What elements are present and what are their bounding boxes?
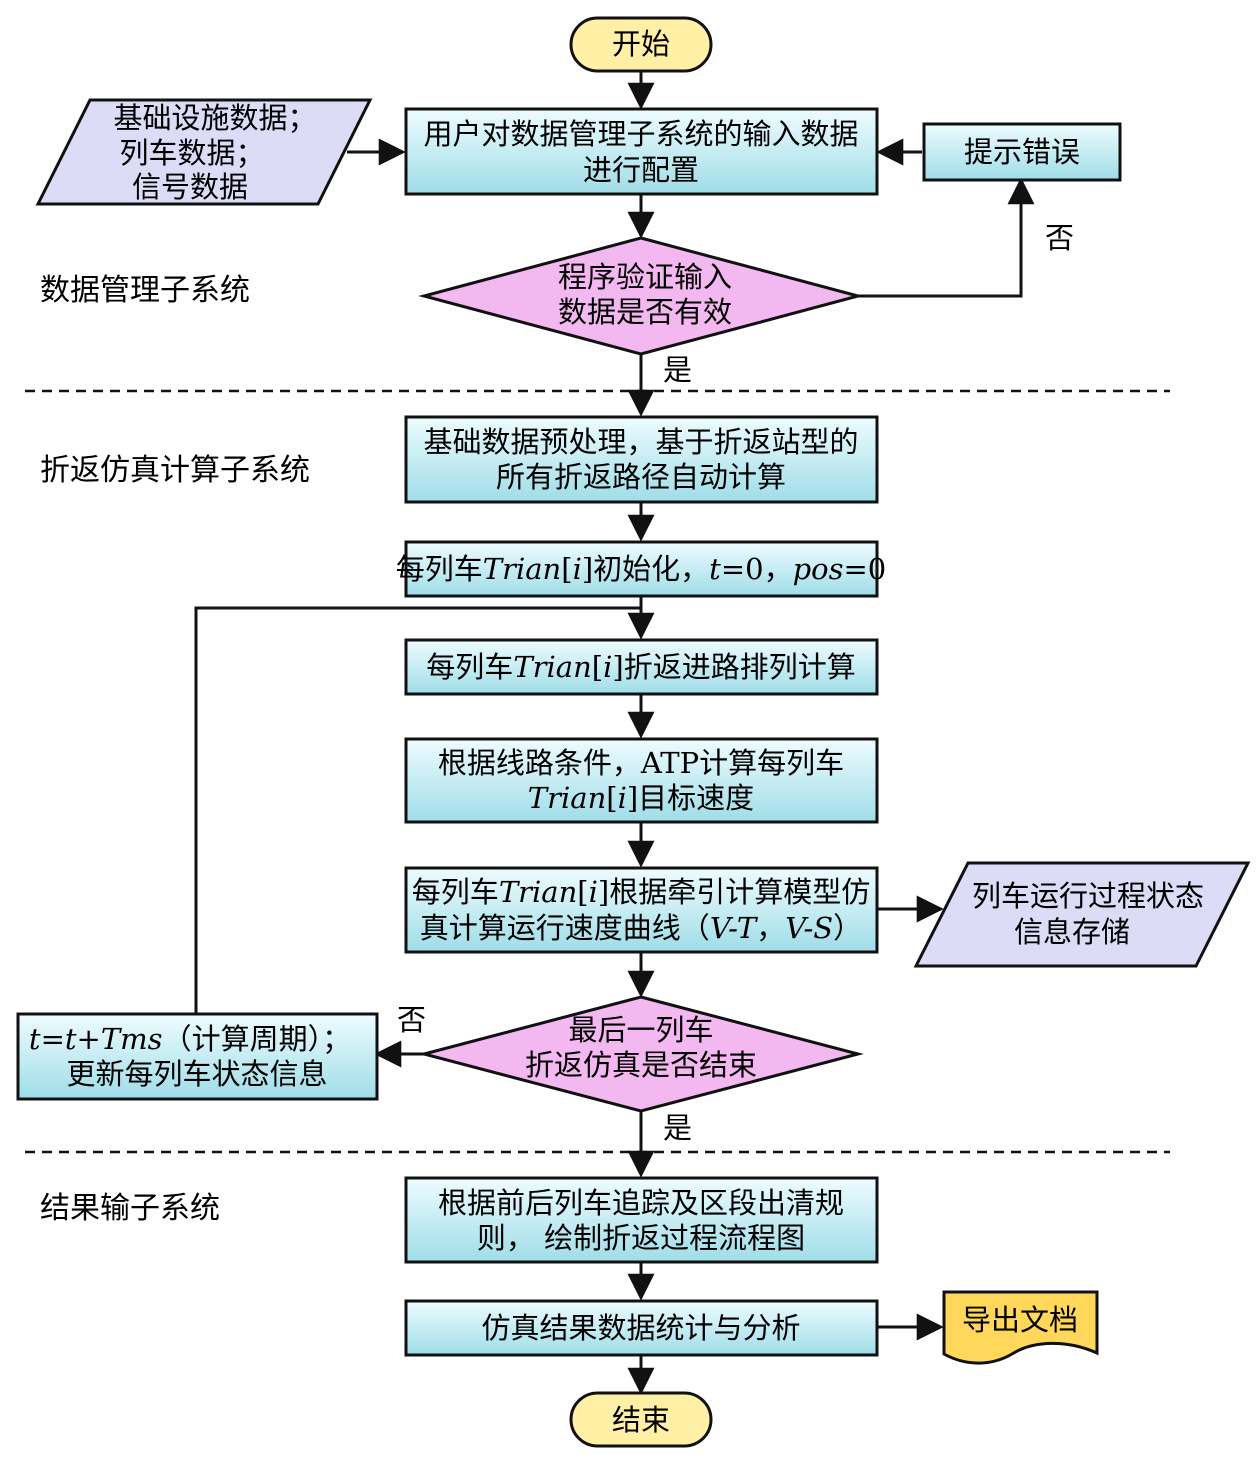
init-label: 每列车Trian[i]初始化，t=0，pos=0 [396,552,886,586]
update-line-2: 更新每列车状态信息 [66,1057,327,1091]
end-terminator: 结束 [569,1391,713,1448]
export-document: 导出文档 [942,1290,1099,1365]
input-data-line-1: 基础设施数据； [113,101,316,135]
statistics-label: 仿真结果数据统计与分析 [481,1311,800,1345]
section-label-data-management: 数据管理子系统 [40,273,250,308]
configure-process: 用户对数据管理子系统的输入数据 进行配置 [404,107,879,196]
store-state-node: 列车运行过程状态 信息存储 [913,861,1251,968]
route-label: 每列车Trian[i]折返进路排列计算 [426,650,855,684]
input-data-line-3: 信号数据 [132,170,248,204]
configure-line-2: 进行配置 [583,153,699,187]
atp-line-1: 根据线路条件，ATP计算每列车 [438,746,844,780]
validate-line-1: 程序验证输入 [558,260,732,294]
last-train-no-label: 否 [397,1003,426,1037]
last-train-line-2: 折返仿真是否结束 [525,1048,757,1082]
draw-chart-line-1: 根据前后列车追踪及区段出清规 [438,1186,844,1220]
store-state-line-2: 信息存储 [1014,915,1130,949]
show-error-label: 提示错误 [964,135,1080,169]
validate-no-label: 否 [1045,221,1074,255]
last-train-line-1: 最后一列车 [568,1013,713,1047]
edge-update-loop-back [194,606,641,1014]
traction-line-2: 真计算运行速度曲线（V-T，V-S） [420,911,862,945]
input-data-node: 基础设施数据； 列车数据； 信号数据 [35,98,373,206]
update-line-1: t=t+Tms（计算周期）； [29,1022,351,1056]
draw-chart-process: 根据前后列车追踪及区段出清规 则， 绘制折返过程流程图 [404,1176,879,1264]
connectors [194,71,1035,1395]
draw-chart-line-2: 则， 绘制折返过程流程图 [477,1221,805,1255]
store-state-line-1: 列车运行过程状态 [972,879,1204,913]
preprocess-line-1: 基础数据预处理，基于折返站型的 [423,425,858,459]
section-label-output: 结果输子系统 [40,1191,220,1226]
update-process: t=t+Tms（计算周期）； 更新每列车状态信息 [16,1012,379,1101]
preprocess-process: 基础数据预处理，基于折返站型的 所有折返路径自动计算 [404,415,879,504]
edge-validate-no-to-error [858,177,1035,298]
preprocess-line-2: 所有折返路径自动计算 [496,460,786,494]
validate-line-2: 数据是否有效 [558,295,732,329]
traction-process: 每列车Trian[i]根据牵引计算模型仿 真计算运行速度曲线（V-T，V-S） [404,866,879,954]
validate-yes-label: 是 [663,353,692,387]
show-error-process: 提示错误 [922,122,1122,182]
last-train-decision: 最后一列车 折返仿真是否结束 [418,995,864,1113]
start-label: 开始 [612,27,670,61]
init-process: 每列车Trian[i]初始化，t=0，pos=0 [396,540,886,598]
start-terminator: 开始 [569,16,713,73]
atp-line-2: Trian[i]目标速度 [528,781,754,815]
route-process: 每列车Trian[i]折返进路排列计算 [404,638,879,696]
atp-process: 根据线路条件，ATP计算每列车 Trian[i]目标速度 [404,737,879,824]
input-data-line-2: 列车数据； [119,136,264,170]
configure-line-1: 用户对数据管理子系统的输入数据 [423,117,858,151]
validate-decision: 程序验证输入 数据是否有效 [418,236,864,356]
end-label: 结束 [612,1403,670,1437]
last-train-yes-label: 是 [663,1111,692,1145]
section-label-simulation: 折返仿真计算子系统 [40,453,310,488]
statistics-process: 仿真结果数据统计与分析 [404,1299,879,1357]
export-document-label: 导出文档 [962,1303,1078,1337]
traction-line-1: 每列车Trian[i]根据牵引计算模型仿 [412,875,870,909]
